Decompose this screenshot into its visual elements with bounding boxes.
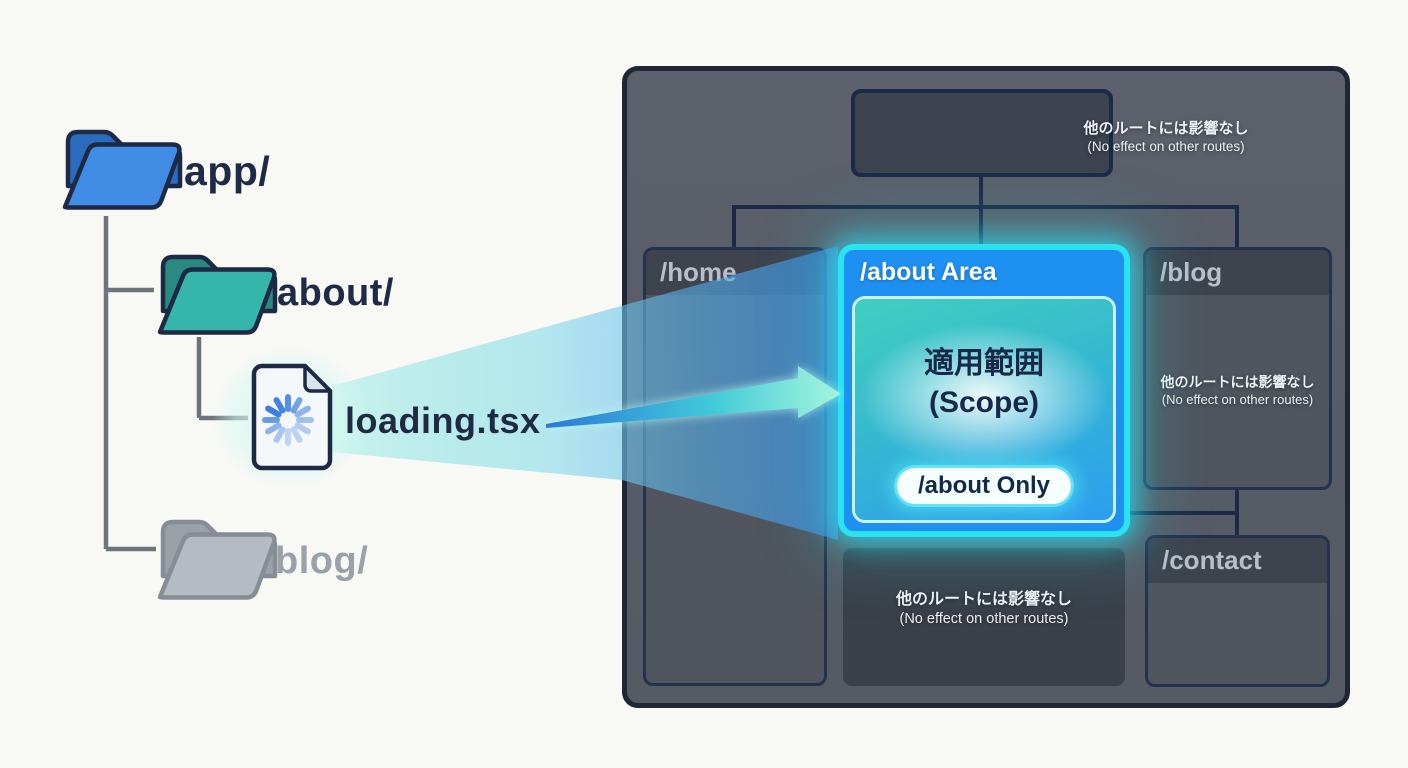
about-folder-label: about/ xyxy=(277,272,394,314)
route-diagram-panel: 他のルートには影響なし (No effect on other routes) … xyxy=(622,66,1350,708)
scope-box: 適用範囲 (Scope) /about Only xyxy=(852,296,1116,523)
blog-label: /blog xyxy=(1146,250,1329,295)
top-note: 他のルートには影響なし (No effect on other routes) xyxy=(1061,120,1271,156)
about-area-highlight-box: /about Area 適用範囲 (Scope) /about Only xyxy=(838,244,1130,537)
below-about-note-box: 他のルートには影響なし (No effect on other routes) xyxy=(843,548,1125,686)
scope-jp: 適用範囲 xyxy=(924,347,1044,381)
about-area-label: /about Area xyxy=(860,258,997,286)
blog-folder-icon xyxy=(157,519,278,600)
loading-file-label: loading.tsx xyxy=(345,400,541,441)
spinner-icon xyxy=(262,394,314,446)
tree-lines xyxy=(103,216,248,552)
below-about-note-jp: 他のルートには影響なし xyxy=(895,591,1072,608)
top-note-en: (No effect on other routes) xyxy=(1087,138,1245,154)
below-about-note: 他のルートには影響なし (No effect on other routes) xyxy=(896,590,1072,628)
route-connector-lines xyxy=(732,177,1239,535)
about-folder-icon xyxy=(157,254,278,335)
scope-en: (Scope) xyxy=(928,385,1039,419)
scope-text: 適用範囲 (Scope) xyxy=(924,299,1044,468)
contact-label: /contact xyxy=(1148,538,1327,583)
root-layout-box xyxy=(851,89,1113,177)
route-box-blog: /blog 他のルートには影響なし (No effect on other ro… xyxy=(1143,247,1332,490)
loading-spinner-file-icon xyxy=(251,363,333,471)
below-about-note-en: (No effect on other routes) xyxy=(899,611,1069,627)
blog-note-jp: 他のルートには影響なし xyxy=(1160,374,1315,391)
about-only-pill: /about Only xyxy=(897,468,1071,504)
home-label: /home xyxy=(646,250,824,295)
route-box-home: /home xyxy=(643,247,827,686)
blog-note-en: (No effect on other routes) xyxy=(1161,391,1314,407)
route-box-contact: /contact xyxy=(1145,535,1330,687)
blog-note: 他のルートには影響なし (No effect on other routes) xyxy=(1161,374,1315,408)
app-folder-label: app/ xyxy=(184,148,271,194)
app-folder-icon xyxy=(62,129,183,210)
blog-folder-label: blog/ xyxy=(275,540,369,582)
top-note-jp: 他のルートには影響なし xyxy=(1083,120,1249,137)
